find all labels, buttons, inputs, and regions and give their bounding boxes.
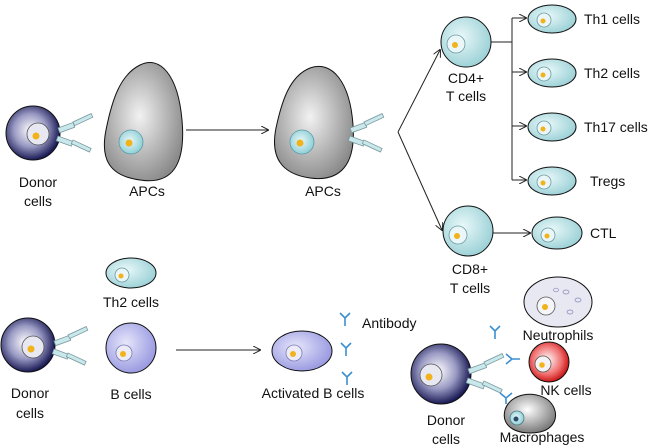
label-nk: NK cells bbox=[540, 382, 591, 398]
ctl-cell bbox=[531, 216, 583, 250]
label-apcs-1: APCs bbox=[129, 183, 165, 199]
apc-cell-2 bbox=[274, 65, 354, 180]
label-cd4-1: CD4+ bbox=[448, 70, 484, 86]
apc-cell-1 bbox=[103, 62, 184, 182]
label-donor-bl-2: cells bbox=[16, 405, 44, 421]
label-donor-br-2: cells bbox=[432, 431, 460, 447]
label-th2: Th2 cells bbox=[584, 65, 640, 81]
cd4-branch-lines bbox=[491, 18, 526, 180]
donor-cell-bottom-left bbox=[0, 317, 56, 373]
label-donor-br-1: Donor bbox=[427, 412, 465, 428]
antibody-icons-right bbox=[489, 325, 520, 404]
th2-cell bbox=[527, 58, 577, 88]
label-tregs: Tregs bbox=[590, 173, 625, 189]
cd4-t-cell bbox=[440, 16, 492, 68]
nk-cell bbox=[528, 341, 570, 383]
label-cd8-1: CD8+ bbox=[452, 261, 488, 277]
macrophage-cell bbox=[503, 393, 556, 434]
label-neutrophils: Neutrophils bbox=[523, 327, 594, 343]
label-activated-b: Activated B cells bbox=[262, 385, 365, 401]
donor-cell-bottom-right bbox=[410, 343, 472, 405]
treg-cell bbox=[527, 166, 577, 196]
label-donor-top-1: Donor bbox=[19, 174, 57, 190]
donor-cell-top bbox=[5, 105, 61, 161]
arrow-to-cd8 bbox=[397, 131, 442, 230]
label-b-cells: B cells bbox=[110, 386, 151, 402]
label-macrophages: Macrophages bbox=[500, 429, 585, 445]
label-ctl: CTL bbox=[590, 225, 617, 241]
label-th2-bottom: Th2 cells bbox=[103, 294, 159, 310]
arrow-to-cd4 bbox=[397, 50, 440, 133]
receptor-bottom-left bbox=[51, 326, 89, 366]
b-cell bbox=[105, 322, 157, 374]
receptor-bottom-right bbox=[465, 353, 505, 394]
label-apcs-2: APCs bbox=[305, 183, 341, 199]
neutrophil-cell bbox=[523, 276, 593, 328]
th2-cell-bottom bbox=[105, 257, 157, 289]
label-cd8-2: T cells bbox=[450, 280, 490, 296]
receptor-apc2 bbox=[347, 113, 385, 153]
label-antibody: Antibody bbox=[362, 315, 416, 331]
label-th1: Th1 cells bbox=[584, 11, 640, 27]
activated-b-cell bbox=[271, 330, 333, 372]
th17-cell bbox=[527, 112, 577, 142]
label-donor-bl-1: Donor bbox=[11, 385, 49, 401]
label-cd4-2: T cells bbox=[446, 88, 486, 104]
receptor-top bbox=[55, 113, 94, 153]
label-th17: Th17 cells bbox=[584, 119, 648, 135]
antibody-icons bbox=[339, 312, 353, 385]
label-donor-top-2: cells bbox=[24, 193, 52, 209]
cd8-t-cell bbox=[442, 205, 494, 257]
th1-cell bbox=[527, 4, 577, 34]
